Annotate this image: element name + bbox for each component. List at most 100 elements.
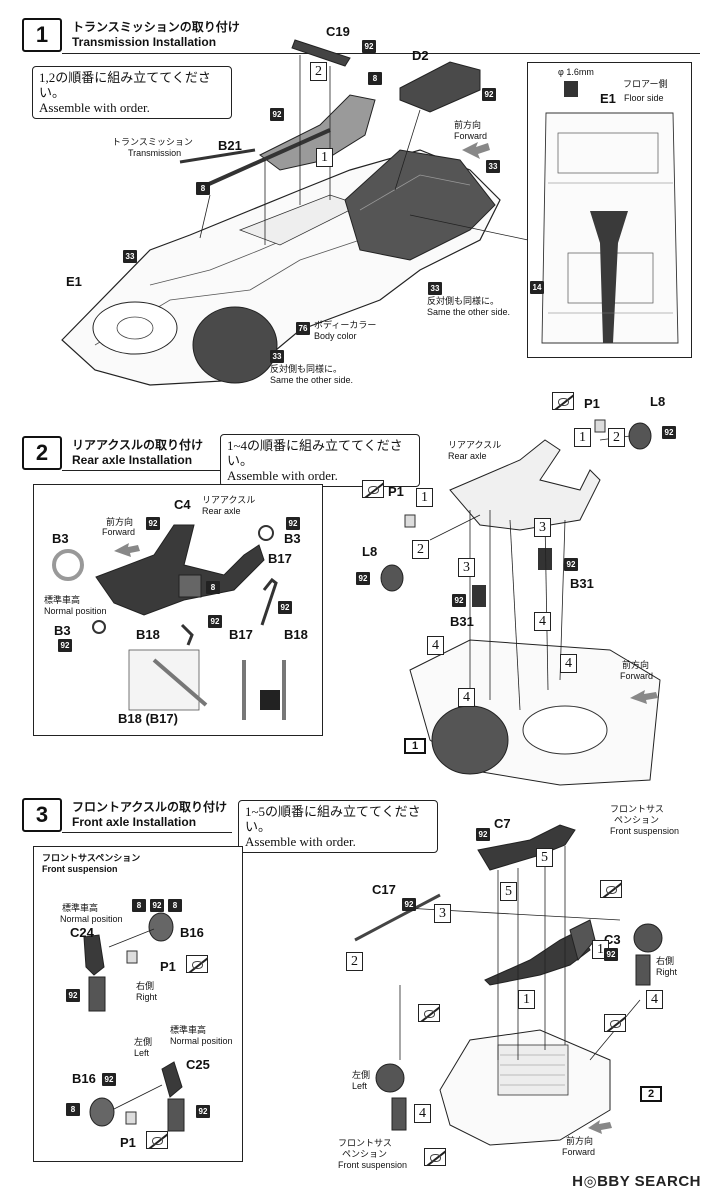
color-badge-92: 92 bbox=[102, 1073, 116, 1086]
left-side-jp: 左側 bbox=[134, 1037, 153, 1047]
left-side-en: Left bbox=[352, 1081, 368, 1091]
color-badge-92: 92 bbox=[278, 601, 292, 614]
step-reference-2: 2 bbox=[640, 1086, 662, 1102]
part-p1-label: P1 bbox=[120, 1135, 136, 1150]
normal-position-jp: 標準車高 bbox=[170, 1025, 207, 1035]
forward-label-en: Forward bbox=[102, 527, 136, 537]
note-en: Assemble with order. bbox=[39, 100, 150, 115]
step-title-jp: フロントアクスルの取り付け bbox=[72, 800, 228, 814]
same-other-side-jp: 反対側も同様に。 bbox=[270, 364, 343, 374]
color-badge-92: 92 bbox=[362, 40, 376, 53]
assembly-order-note: 1~5の順番に組み立ててください。 Assemble with order. bbox=[238, 800, 438, 853]
sequence-marker-5: 5 bbox=[536, 848, 553, 867]
forward-label-jp: 前方向 bbox=[622, 660, 650, 670]
color-badge-92: 92 bbox=[196, 1105, 210, 1118]
front-suspension-jp-a: フロントサス bbox=[610, 804, 664, 814]
sequence-marker-4: 4 bbox=[646, 990, 663, 1009]
color-badge-8: 8 bbox=[368, 72, 382, 85]
step-reference-1: 1 bbox=[404, 738, 426, 754]
transmission-label-jp: トランスミッション bbox=[112, 137, 193, 147]
forward-label-en: Forward bbox=[620, 671, 654, 681]
normal-position-jp: 標準車高 bbox=[44, 595, 81, 605]
no-glue-icon bbox=[418, 1004, 440, 1022]
same-other-side-en: Same the other side. bbox=[427, 307, 511, 317]
normal-position-jp: 標準車高 bbox=[62, 903, 99, 913]
front-suspension-title-en: Front suspension bbox=[42, 864, 118, 874]
color-badge-8: 8 bbox=[196, 182, 210, 195]
normal-position-en: Normal position bbox=[170, 1036, 233, 1046]
sequence-marker-3: 3 bbox=[534, 518, 551, 537]
sequence-marker-3: 3 bbox=[434, 904, 451, 923]
forward-label-jp: 前方向 bbox=[566, 1136, 594, 1146]
no-glue-icon bbox=[552, 392, 574, 410]
rear-axle-en: Rear axle bbox=[448, 451, 487, 461]
color-badge-8: 8 bbox=[132, 899, 146, 912]
color-badge-92: 92 bbox=[208, 615, 222, 628]
floor-inset-drawing bbox=[541, 81, 679, 344]
front-suspension-jp-b: ペンション bbox=[342, 1149, 388, 1159]
part-c4-label: C4 bbox=[174, 497, 191, 512]
sequence-marker-1: 1 bbox=[316, 148, 333, 167]
part-b18-label: B18 bbox=[284, 627, 308, 642]
front-suspension-panel: フロントサスペンション Front suspension 標準車高 Normal… bbox=[33, 846, 243, 1162]
color-badge-8: 8 bbox=[168, 899, 182, 912]
color-badge-92: 92 bbox=[476, 828, 490, 841]
sequence-marker-4: 4 bbox=[414, 1104, 431, 1123]
no-glue-icon bbox=[424, 1148, 446, 1166]
color-badge-8: 8 bbox=[66, 1103, 80, 1116]
sequence-marker-1: 1 bbox=[416, 488, 433, 507]
rear-axle-drawing bbox=[52, 524, 286, 720]
step-2-header: 2 リアアクスルの取り付け Rear axle Installation bbox=[22, 436, 203, 470]
part-c24-label: C24 bbox=[70, 925, 94, 940]
step-title-en: Front axle Installation bbox=[72, 815, 197, 829]
step-divider bbox=[62, 832, 232, 833]
sequence-marker-2: 2 bbox=[310, 62, 327, 81]
part-l8-label: L8 bbox=[650, 394, 666, 409]
part-l8-label: L8 bbox=[362, 544, 378, 559]
part-d2-label: D2 bbox=[412, 48, 429, 63]
note-en: Assemble with order. bbox=[227, 468, 338, 483]
front-chassis-drawing bbox=[354, 824, 663, 1146]
rear-axle-jp: リアアクスル bbox=[202, 495, 256, 505]
color-badge-92: 92 bbox=[482, 88, 496, 101]
no-glue-icon bbox=[362, 480, 384, 498]
front-suspension-drawing bbox=[83, 912, 185, 1132]
part-b31-label: B31 bbox=[450, 614, 474, 629]
right-side-en: Right bbox=[136, 992, 158, 1002]
front-suspension-jp-a: フロントサス bbox=[338, 1138, 392, 1148]
step-number: 1 bbox=[22, 18, 62, 52]
color-badge-92: 92 bbox=[564, 558, 578, 571]
color-badge-92: 92 bbox=[270, 108, 284, 121]
rear-axle-en: Rear axle bbox=[202, 506, 241, 516]
front-suspension-en: Front suspension bbox=[610, 826, 680, 836]
front-suspension-jp-b: ペンション bbox=[614, 815, 660, 825]
sequence-marker-4: 4 bbox=[458, 688, 475, 707]
step-3-header: 3 フロントアクスルの取り付け Front axle Installation bbox=[22, 798, 227, 832]
color-badge-92: 92 bbox=[286, 517, 300, 530]
step-title-jp: トランスミッションの取り付け bbox=[72, 20, 240, 34]
normal-position-en: Normal position bbox=[44, 606, 107, 616]
part-b18-b17-label: B18 (B17) bbox=[118, 711, 178, 726]
right-side-jp: 右側 bbox=[656, 956, 675, 966]
color-badge-92: 92 bbox=[402, 898, 416, 911]
left-side-en: Left bbox=[134, 1048, 150, 1058]
chassis-floor-drawing bbox=[61, 39, 529, 386]
front-suspension-en: Front suspension bbox=[338, 1160, 408, 1170]
sequence-marker-5: 5 bbox=[500, 882, 517, 901]
sequence-marker-4: 4 bbox=[560, 654, 577, 673]
note-en: Assemble with order. bbox=[245, 834, 356, 849]
assembly-order-note: 1,2の順番に組み立ててください。 Assemble with order. bbox=[32, 66, 232, 119]
sequence-marker-4: 4 bbox=[534, 612, 551, 631]
transmission-label-en: Transmission bbox=[128, 148, 182, 158]
no-glue-icon bbox=[146, 1131, 168, 1149]
sequence-marker-2: 2 bbox=[412, 540, 429, 559]
step-divider bbox=[62, 53, 700, 54]
sequence-marker-4: 4 bbox=[427, 636, 444, 655]
part-c19-label: C19 bbox=[326, 24, 350, 39]
rear-axle-jp: リアアクスル bbox=[448, 440, 502, 450]
color-badge-92: 92 bbox=[150, 899, 164, 912]
hole-diameter-label: φ 1.6mm bbox=[558, 67, 594, 77]
color-badge-33: 33 bbox=[123, 250, 137, 263]
sequence-marker-1: 1 bbox=[574, 428, 591, 447]
